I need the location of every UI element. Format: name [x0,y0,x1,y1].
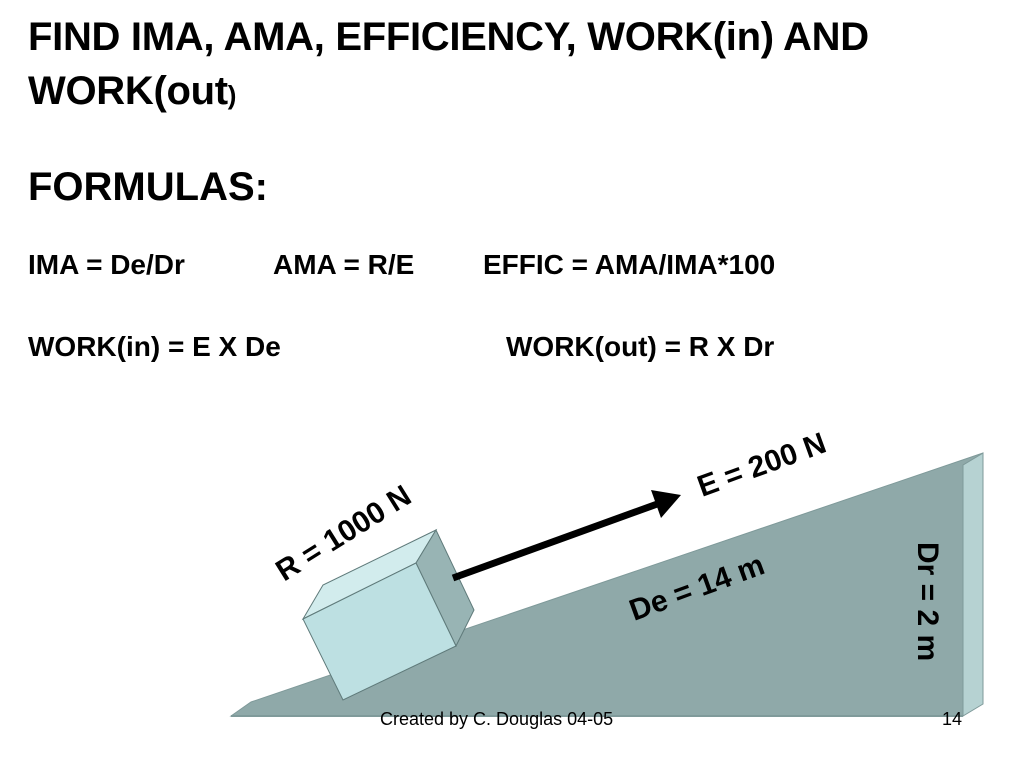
effort-arrow-shaft [451,499,662,582]
footer-page-number: 14 [942,709,963,729]
slide-title: FIND IMA, AMA, EFFICIENCY, WORK(in) AND … [28,10,988,122]
slide-title-text: FIND IMA, AMA, EFFICIENCY, WORK(in) AND … [28,15,869,113]
effort-arrow [451,490,681,582]
slide-title-closing-paren: ) [227,80,237,110]
formula-ima: IMA = De/Dr [28,249,185,280]
effort-arrow-head [651,490,681,518]
resistance-distance-label: Dr = 2 m [911,542,944,661]
formula-work-out: WORK(out) = R X Dr [506,331,775,362]
formula-work-in: WORK(in) = E X De [28,331,281,362]
load-box-front-face [302,562,457,701]
formulas-heading: FORMULAS: [28,165,268,209]
formula-ama: AMA = R/E [273,249,415,280]
effort-label: E = 200 N [693,427,830,504]
load-box [301,528,475,701]
ramp-side-face [962,452,984,717]
footer-credit: Created by C. Douglas 04-05 [380,709,614,729]
formula-efficiency: EFFIC = AMA/IMA*100 [483,249,776,280]
